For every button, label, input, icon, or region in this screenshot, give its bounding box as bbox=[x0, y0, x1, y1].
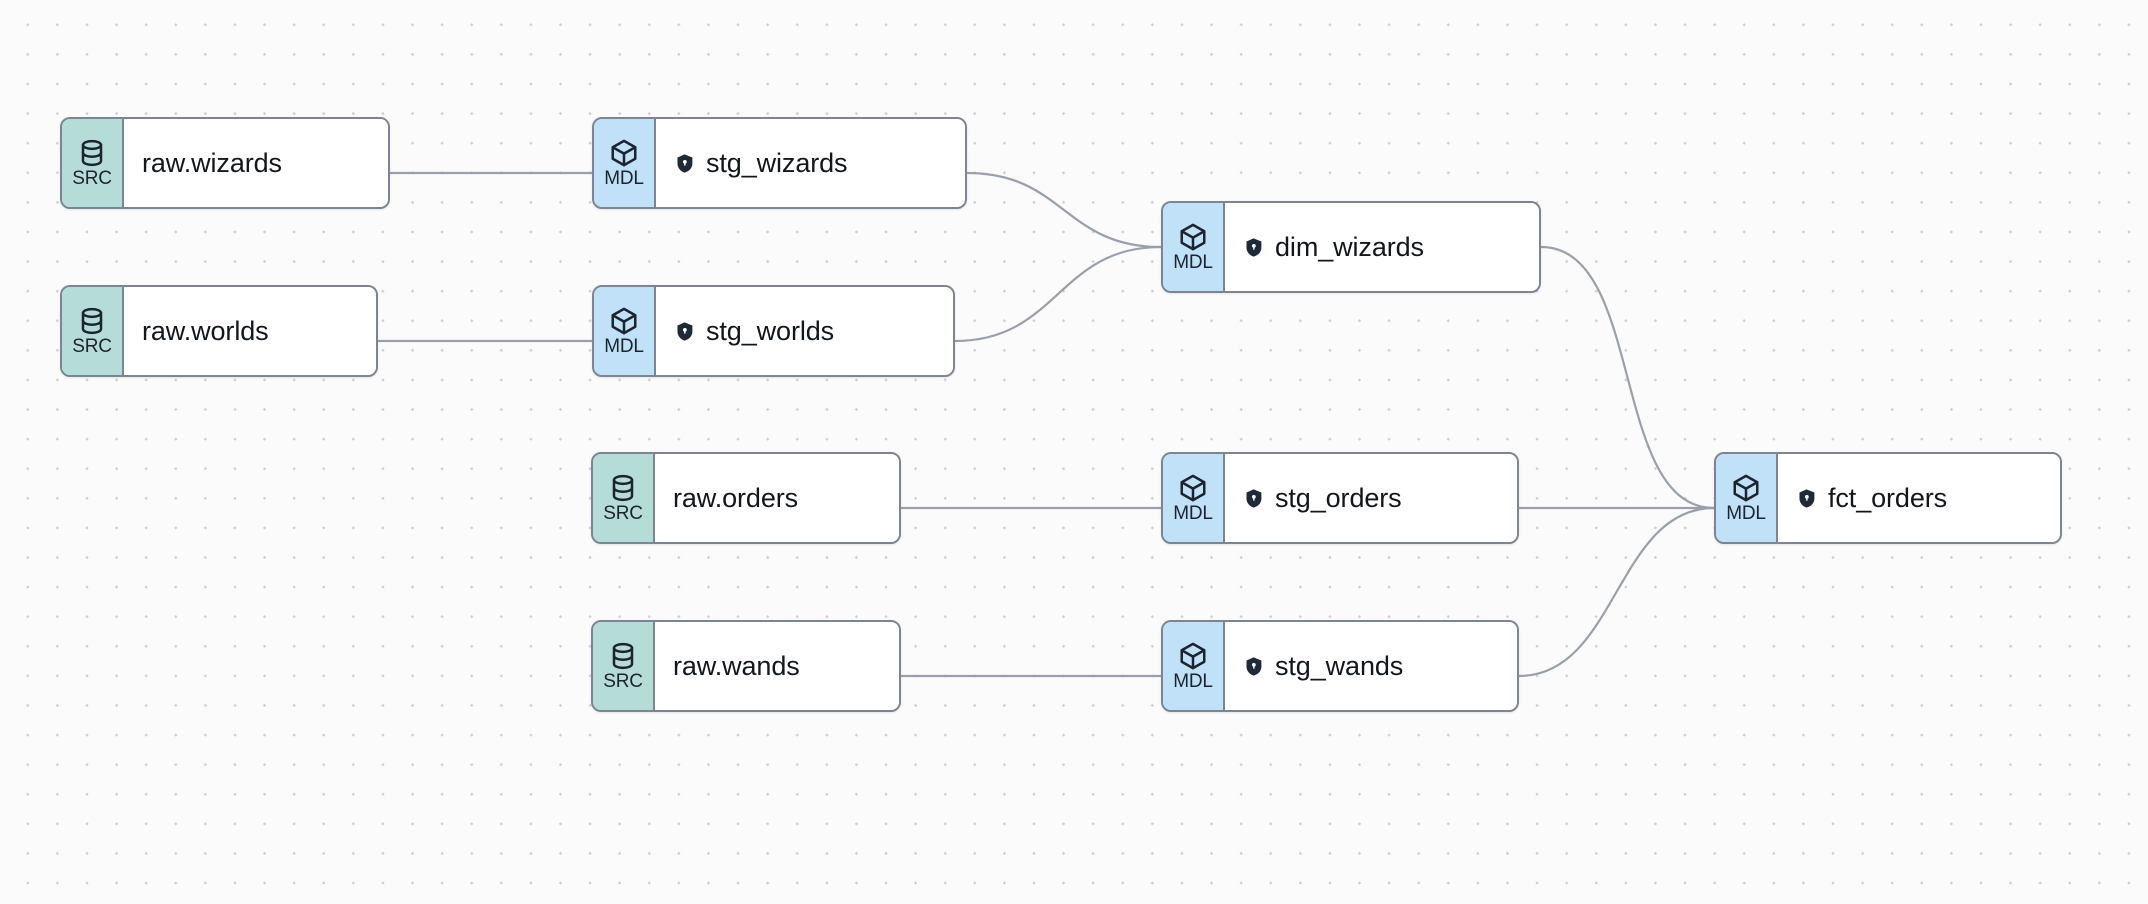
node-label: fct_orders bbox=[1828, 482, 1948, 513]
shield-lock-icon bbox=[1243, 488, 1264, 509]
node-type-badge: MDL bbox=[594, 119, 656, 207]
database-cylinder-icon bbox=[77, 138, 107, 168]
lineage-node-raw_orders[interactable]: SRC raw.orders bbox=[591, 452, 901, 544]
node-type-badge: SRC bbox=[62, 119, 124, 207]
node-label: raw.wizards bbox=[142, 147, 282, 178]
node-label: raw.wands bbox=[673, 650, 800, 681]
shield-lock-icon bbox=[1796, 488, 1817, 509]
database-cylinder-icon bbox=[608, 473, 638, 503]
cube-icon bbox=[1178, 222, 1208, 252]
node-type-badge: SRC bbox=[62, 287, 124, 375]
node-label: stg_orders bbox=[1275, 482, 1402, 513]
lineage-node-stg_orders[interactable]: MDL stg_orders bbox=[1161, 452, 1519, 544]
node-label: stg_wands bbox=[1275, 650, 1404, 681]
lineage-node-dim_wizards[interactable]: MDL dim_wizards bbox=[1161, 201, 1541, 293]
node-type-badge-label: MDL bbox=[1726, 503, 1766, 524]
cube-icon bbox=[609, 138, 639, 168]
node-label: raw.worlds bbox=[142, 315, 269, 346]
lineage-edge bbox=[953, 245, 1163, 343]
node-type-badge-label: SRC bbox=[72, 168, 112, 189]
shield-lock-icon bbox=[674, 153, 695, 174]
node-type-badge: MDL bbox=[594, 287, 656, 375]
node-type-badge: MDL bbox=[1163, 454, 1225, 542]
node-label: stg_worlds bbox=[706, 315, 835, 346]
database-cylinder-icon bbox=[77, 306, 107, 336]
cube-icon bbox=[609, 306, 639, 336]
shield-lock-icon bbox=[1243, 656, 1264, 677]
node-type-badge: MDL bbox=[1716, 454, 1778, 542]
node-type-badge-label: SRC bbox=[603, 503, 643, 524]
lineage-edge bbox=[1539, 245, 1716, 510]
node-type-badge-label: MDL bbox=[1173, 503, 1213, 524]
lineage-node-raw_wands[interactable]: SRC raw.wands bbox=[591, 620, 901, 712]
node-body: raw.orders bbox=[655, 454, 899, 542]
lineage-edge bbox=[965, 171, 1163, 249]
node-body: raw.worlds bbox=[124, 287, 376, 375]
node-type-badge: SRC bbox=[593, 454, 655, 542]
cube-icon bbox=[1178, 473, 1208, 503]
lineage-node-stg_wizards[interactable]: MDL stg_wizards bbox=[592, 117, 967, 209]
shield-lock-icon bbox=[674, 321, 695, 342]
node-type-badge-label: MDL bbox=[1173, 252, 1213, 273]
lineage-node-stg_wands[interactable]: MDL stg_wands bbox=[1161, 620, 1519, 712]
node-body: stg_worlds bbox=[656, 287, 953, 375]
node-body: stg_wizards bbox=[656, 119, 965, 207]
node-type-badge-label: MDL bbox=[604, 336, 644, 357]
node-type-badge-label: SRC bbox=[72, 336, 112, 357]
node-type-badge: MDL bbox=[1163, 203, 1225, 291]
lineage-node-raw_worlds[interactable]: SRC raw.worlds bbox=[60, 285, 378, 377]
node-body: raw.wizards bbox=[124, 119, 388, 207]
lineage-edge bbox=[1517, 506, 1716, 678]
lineage-node-fct_orders[interactable]: MDL fct_orders bbox=[1714, 452, 2062, 544]
node-type-badge-label: SRC bbox=[603, 671, 643, 692]
cube-icon bbox=[1731, 473, 1761, 503]
database-cylinder-icon bbox=[608, 641, 638, 671]
node-type-badge: SRC bbox=[593, 622, 655, 710]
node-body: dim_wizards bbox=[1225, 203, 1539, 291]
node-type-badge: MDL bbox=[1163, 622, 1225, 710]
node-label: stg_wizards bbox=[706, 147, 848, 178]
lineage-node-raw_wizards[interactable]: SRC raw.wizards bbox=[60, 117, 390, 209]
node-type-badge-label: MDL bbox=[604, 168, 644, 189]
node-body: fct_orders bbox=[1778, 454, 2060, 542]
node-label: dim_wizards bbox=[1275, 231, 1424, 262]
node-body: stg_orders bbox=[1225, 454, 1517, 542]
shield-lock-icon bbox=[1243, 237, 1264, 258]
node-type-badge-label: MDL bbox=[1173, 671, 1213, 692]
node-body: raw.wands bbox=[655, 622, 899, 710]
lineage-node-stg_worlds[interactable]: MDL stg_worlds bbox=[592, 285, 955, 377]
cube-icon bbox=[1178, 641, 1208, 671]
node-label: raw.orders bbox=[673, 482, 799, 513]
node-body: stg_wands bbox=[1225, 622, 1517, 710]
